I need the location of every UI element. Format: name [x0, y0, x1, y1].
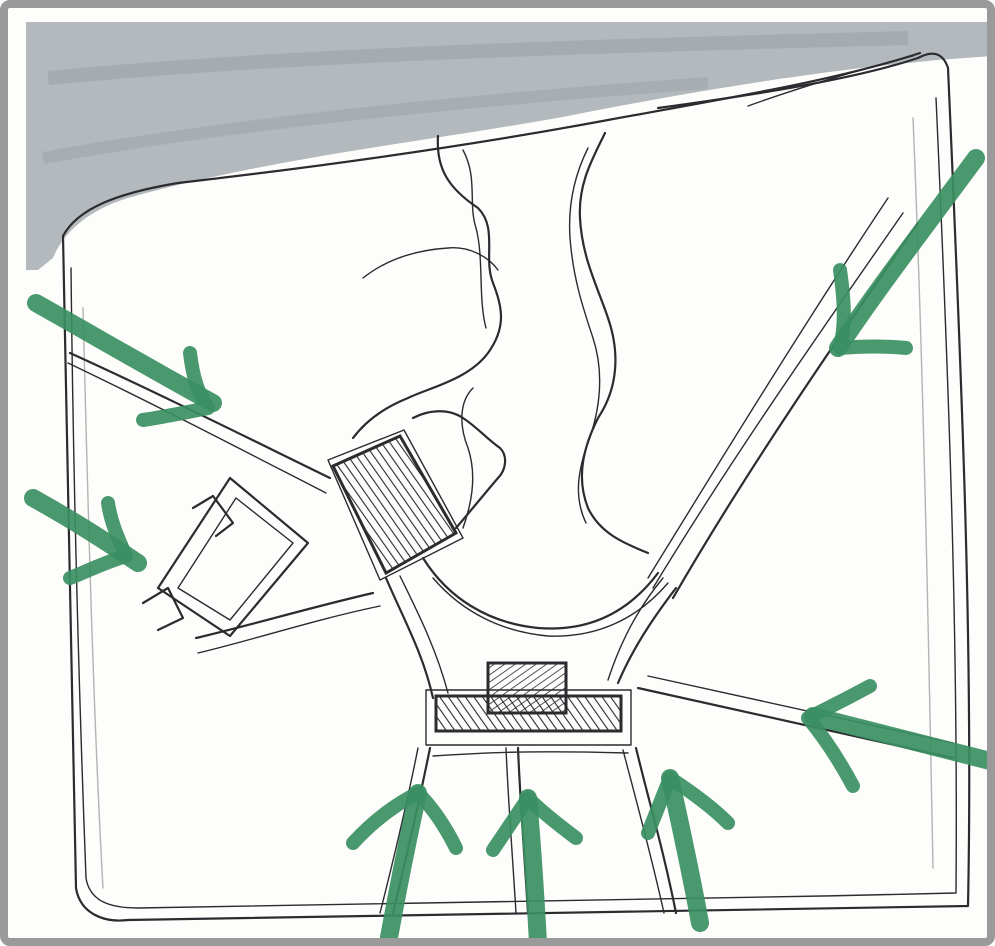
- winding-path-middle: [461, 387, 474, 529]
- arrow-bottom-middle-shaft: [519, 789, 547, 938]
- pencil-line: [912, 117, 934, 869]
- green-arrows: [24, 149, 987, 938]
- lower-cross-line: [432, 751, 629, 757]
- site-boundary-inner: [70, 97, 958, 909]
- winding-path-left-edge: [462, 149, 487, 329]
- arrow-lower-right-shaft: [804, 707, 987, 770]
- left-building-detail: [191, 494, 235, 538]
- left-small-building-inner: [177, 497, 294, 621]
- central-right-stem-2: [607, 577, 664, 681]
- central-left-stem: [384, 576, 435, 700]
- site-boundary: [61, 52, 971, 922]
- arrow-bottom-left-head: [346, 786, 463, 855]
- gray-wash-streak: [47, 31, 909, 85]
- arrow-upper-left-head: [136, 346, 215, 427]
- upper-right-road-2: [652, 212, 904, 589]
- gray-wash-streak: [41, 77, 709, 164]
- arrow-bottom-right-shaft: [661, 769, 709, 932]
- site-sketch: [24, 22, 987, 938]
- pencil-line: [82, 307, 104, 889]
- central-right-stem: [616, 586, 678, 685]
- lower-left-road-2: [379, 747, 419, 914]
- left-building-detail-2: [141, 586, 185, 632]
- winding-path-left: [351, 134, 503, 440]
- central-hatched-building: [330, 434, 459, 576]
- winding-path-right-edge: [568, 147, 601, 524]
- site-boundary-top-2: [747, 55, 914, 107]
- arrow-middle-left-head: [63, 496, 133, 585]
- left-access-road: [194, 591, 375, 640]
- site-boundary-top: [61, 51, 922, 238]
- central-hatched-building-frame: [327, 429, 464, 581]
- left-small-building: [156, 476, 310, 638]
- central-courtyard-curve: [421, 556, 660, 630]
- lower-building-frame: [425, 689, 632, 746]
- upper-building-outline: [411, 410, 507, 530]
- arrow-upper-right-head: [833, 263, 913, 355]
- arrow-bottom-right-head: [641, 771, 735, 840]
- left-access-road-2: [197, 605, 381, 654]
- arrow-upper-right-shaft: [829, 149, 985, 357]
- arrow-bottom-middle-head: [486, 791, 583, 857]
- arrow-bottom-left-shaft: [379, 784, 427, 938]
- central-left-stem-2: [399, 575, 449, 694]
- upper-right-road-3: [647, 197, 889, 579]
- upper-left-road-2: [67, 362, 327, 494]
- gray-wash-area: [26, 22, 987, 270]
- winding-path-right: [578, 131, 650, 555]
- winding-path-left-edge-2: [362, 247, 499, 279]
- central-courtyard-curve-2: [432, 577, 669, 637]
- arrow-lower-right-head: [801, 679, 877, 793]
- lower-hatched-building-base: [434, 694, 623, 733]
